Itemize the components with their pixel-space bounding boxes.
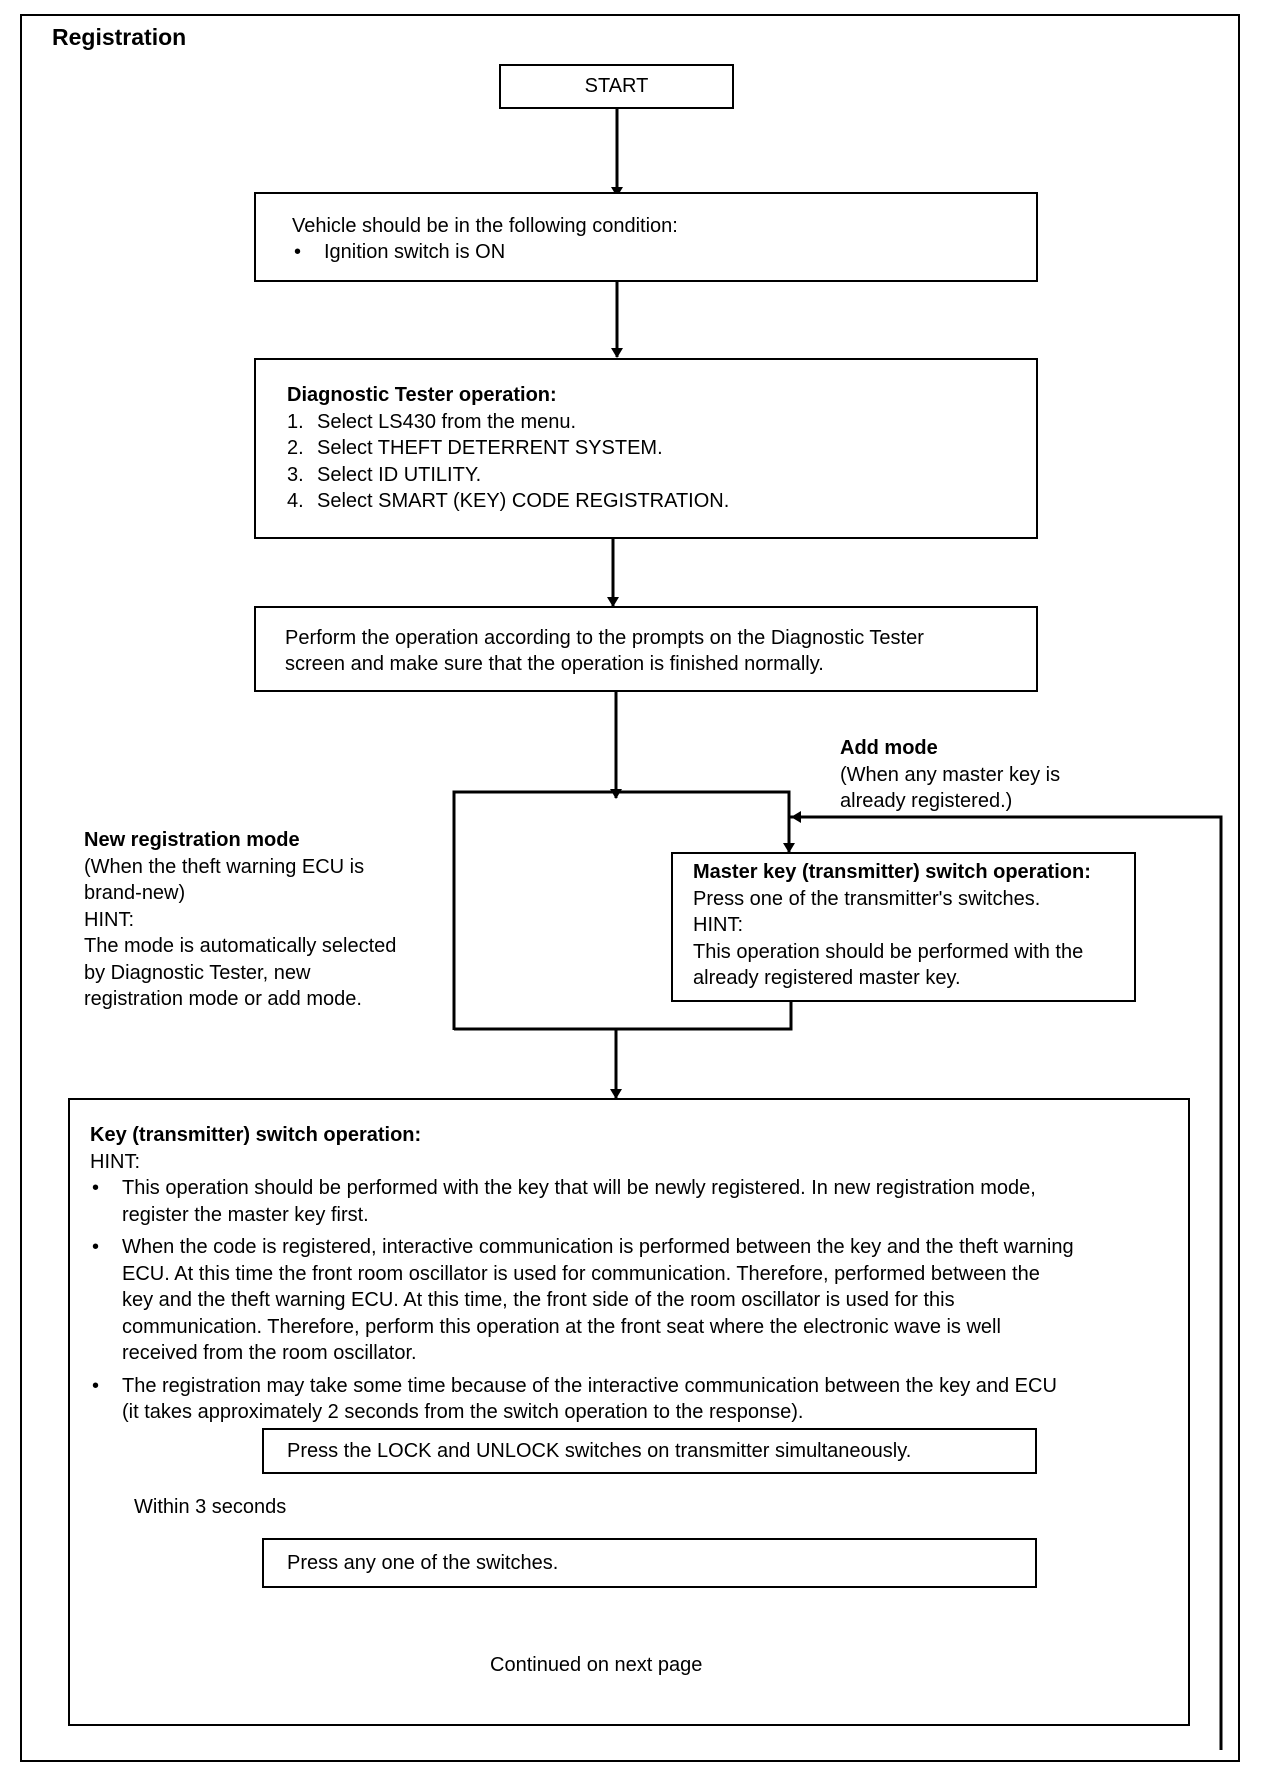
tester-step: 4.Select SMART (KEY) CODE REGISTRATION.: [287, 490, 730, 512]
mode-outline: [452, 790, 791, 1030]
condition-item: Ignition switch is ON: [292, 239, 678, 265]
perform-line: Perform the operation according to the p…: [285, 627, 924, 649]
loop-back-line: [790, 815, 1223, 1750]
hint-item: The registration may take some time beca…: [90, 1373, 1170, 1426]
key-operation-hints: This operation should be performed with …: [90, 1175, 1170, 1426]
hint-item: When the code is registered, interactive…: [90, 1234, 1170, 1367]
page-frame: [20, 14, 1240, 1762]
mode-merge-line: [454, 1002, 793, 1031]
master-key-heading: Master key (transmitter) switch operatio…: [693, 861, 1091, 883]
hint-item: This operation should be performed with …: [90, 1175, 1170, 1228]
tester-step: 2.Select THEFT DETERRENT SYSTEM.: [287, 437, 663, 459]
press-lock-unlock-text: Press the LOCK and UNLOCK switches on tr…: [287, 1440, 912, 1462]
tester-heading: Diagnostic Tester operation:: [287, 384, 557, 406]
new-registration-note: New registration mode (When the theft wa…: [84, 829, 397, 1010]
tester-step: 1.Select LS430 from the menu.: [287, 410, 577, 433]
master-key-box: Master key (transmitter) switch operatio…: [671, 852, 1136, 1002]
press-any-switch-text: Press any one of the switches.: [287, 1552, 559, 1574]
key-operation-box: Key (transmitter) switch operation: HINT…: [68, 1098, 1190, 1726]
page-title: Registration: [52, 24, 187, 50]
add-mode-note: Add mode (When any master key is already…: [840, 737, 1061, 812]
start-label: START: [584, 75, 649, 97]
continued-label: Continued on next page: [490, 1654, 703, 1676]
press-lock-unlock-box: Press the LOCK and UNLOCK switches on tr…: [262, 1428, 1037, 1474]
condition-box: Vehicle should be in the following condi…: [254, 192, 1038, 282]
press-any-switch-box: Press any one of the switches.: [262, 1538, 1037, 1588]
perform-line: screen and make sure that the operation …: [285, 653, 824, 675]
key-operation-hint: HINT:: [90, 1150, 140, 1173]
tester-operation-box: Diagnostic Tester operation: 1.Select LS…: [254, 358, 1038, 539]
new-registration-heading: New registration mode: [84, 829, 300, 851]
tester-steps: 1.Select LS430 from the menu. 2.Select T…: [287, 409, 729, 515]
start-box: START: [499, 64, 734, 109]
tester-step: 3.Select ID UTILITY.: [287, 463, 482, 486]
condition-heading: Vehicle should be in the following condi…: [292, 215, 678, 237]
perform-box: Perform the operation according to the p…: [254, 606, 1038, 692]
add-mode-heading: Add mode: [840, 737, 938, 759]
key-operation-heading: Key (transmitter) switch operation:: [90, 1124, 422, 1146]
within-seconds-label: Within 3 seconds: [134, 1496, 287, 1518]
